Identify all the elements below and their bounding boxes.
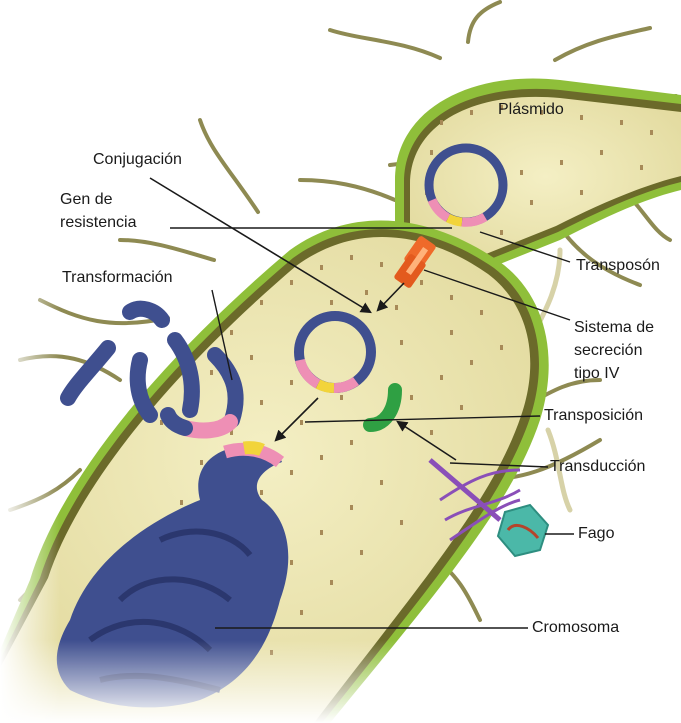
label-secretion-1: Sistema de bbox=[574, 318, 654, 338]
label-phage: Fago bbox=[578, 524, 614, 544]
left-fade bbox=[0, 280, 60, 723]
label-resistance-gene-2: resistencia bbox=[60, 213, 136, 233]
label-chromosome: Cromosoma bbox=[532, 618, 619, 638]
label-conjugation: Conjugación bbox=[93, 150, 182, 170]
label-transformation: Transformación bbox=[62, 268, 173, 288]
label-secretion-2: secreción bbox=[574, 341, 642, 361]
label-secretion-3: tipo IV bbox=[574, 364, 619, 384]
label-transposon: Transposón bbox=[576, 256, 660, 276]
label-transduction: Transducción bbox=[550, 457, 645, 477]
label-plasmid: Plásmido bbox=[498, 100, 564, 120]
bottom-fade bbox=[0, 640, 681, 723]
label-resistance-gene-1: Gen de bbox=[60, 190, 112, 210]
label-transposition: Transposición bbox=[544, 406, 643, 426]
